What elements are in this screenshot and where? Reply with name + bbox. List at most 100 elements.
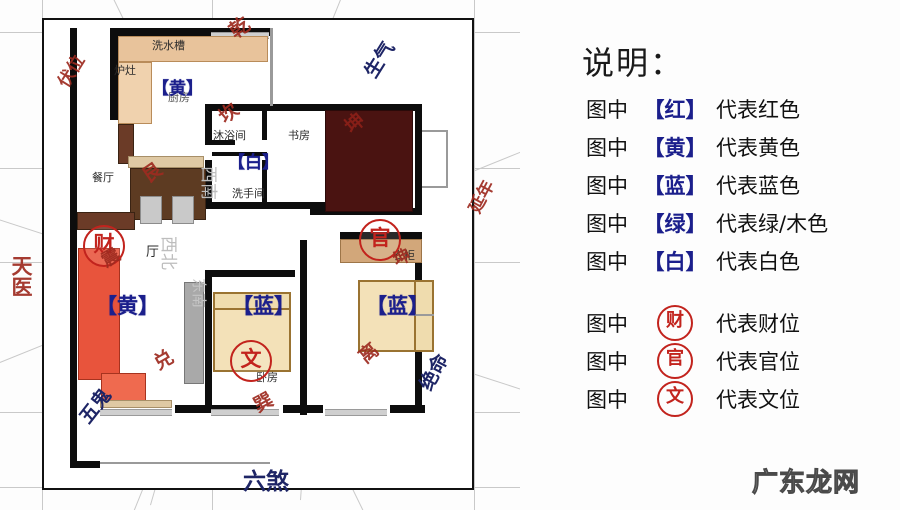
- furniture-kitchen-door: [118, 124, 134, 164]
- wall-bottom-right: [390, 405, 425, 413]
- legend-lead: 图中: [586, 350, 628, 374]
- room-label-living: 厅: [146, 245, 160, 260]
- stamp-wealth: 财: [83, 225, 125, 267]
- legend-desc: 代表白色: [716, 250, 800, 274]
- color-tag-bathroom: 【白】: [228, 153, 279, 173]
- legend-lead: 图中: [586, 312, 628, 336]
- faint-label: 东南: [190, 278, 208, 309]
- balcony-line: [100, 462, 270, 464]
- faint-label: 西南: [198, 166, 218, 200]
- window-bottom-left: [100, 409, 172, 416]
- window-bottom-right: [325, 409, 387, 416]
- legend-desc: 代表蓝色: [716, 174, 800, 198]
- seal-wealth-icon: 财: [657, 305, 693, 341]
- room-label-kitchen: 厨房: [168, 91, 190, 104]
- wall-bath-left: [205, 104, 212, 144]
- wall-bottom-left: [70, 461, 100, 468]
- legend-desc: 代表红色: [716, 98, 800, 122]
- wall-left-exterior: [70, 28, 77, 468]
- legend-desc: 代表官位: [716, 350, 800, 374]
- wall-kitchen-top: [110, 28, 270, 36]
- legend-desc: 代表绿/木色: [716, 212, 829, 236]
- furniture-living-ledge: [100, 400, 172, 408]
- wall-center-top: [205, 270, 295, 277]
- legend-seal-wrap: 文: [642, 381, 708, 417]
- bed-2-divider: [414, 314, 434, 316]
- legend-key-blue: 【蓝】: [643, 174, 707, 198]
- faint-label: 西北: [158, 236, 178, 270]
- furniture-dining-chair: [172, 196, 194, 224]
- seal-scholar-icon: 文: [657, 381, 693, 417]
- legend-key-white: 【白】: [643, 250, 707, 274]
- direction-liusha: 六煞: [243, 469, 289, 495]
- room-label-sink: 洗水槽: [152, 39, 185, 52]
- wall-bottom-mid2: [283, 405, 323, 413]
- wall-bath-mid-v2: [262, 160, 267, 208]
- legend-rows: 图中 【红】 代表红色 图中 【黄】 代表黄色 图中 【蓝】 代表蓝色 图中 【…: [586, 90, 896, 418]
- room-label-wardrobe: 衣柜: [393, 249, 415, 262]
- legend-row-white: 图中 【白】 代表白色: [586, 242, 896, 280]
- partition-line: [422, 130, 448, 132]
- legend-row-blue: 图中 【蓝】 代表蓝色: [586, 166, 896, 204]
- legend-key-green: 【绿】: [643, 212, 707, 236]
- legend-panel: 说明： 图中 【红】 代表红色 图中 【黄】 代表黄色 图中 【蓝】 代表蓝色 …: [520, 0, 900, 510]
- legend-row-red: 图中 【红】 代表红色: [586, 90, 896, 128]
- legend-lead: 图中: [586, 98, 628, 122]
- furniture-tv-cabinet: [184, 282, 204, 384]
- legend-lead: 图中: [586, 136, 628, 160]
- partition-line: [446, 130, 448, 188]
- legend-lead: 图中: [586, 388, 628, 412]
- color-tag-living: 【黄】: [96, 294, 159, 318]
- stamp-official: 官: [359, 219, 401, 261]
- legend-lead: 图中: [586, 174, 628, 198]
- room-label-toilet: 洗手间: [232, 187, 265, 200]
- legend-row-scholar: 图中 文 代表文位: [586, 380, 896, 418]
- seal-official-icon: 官: [657, 343, 693, 379]
- wall-center-vertical: [205, 270, 212, 412]
- furniture-dining-chair: [140, 196, 162, 224]
- furniture-bed-2-nightstand: [414, 280, 434, 352]
- color-tag-kitchen: 【黄】: [152, 79, 203, 99]
- legend-seal-wrap: 财: [642, 305, 708, 341]
- color-tag-bedroom-2: 【蓝】: [366, 294, 429, 318]
- wall-kitchen-bottom: [110, 112, 118, 120]
- wall-study-right: [415, 104, 422, 214]
- legend-desc: 代表文位: [716, 388, 800, 412]
- reference-line: [474, 0, 475, 510]
- legend-seal-wrap: 官: [642, 343, 708, 379]
- furniture-study-desk-area: [325, 110, 413, 212]
- furniture-sink-counter: [118, 36, 268, 62]
- wall-bath-mid-h2: [212, 152, 267, 156]
- color-tag-bedroom-1: 【蓝】: [232, 294, 295, 318]
- room-label-dining: 餐厅: [92, 171, 114, 184]
- wall-study-top: [310, 104, 422, 111]
- legend-title: 说明：: [582, 44, 685, 82]
- room-label-study: 书房: [288, 129, 310, 142]
- legend-key-yellow: 【黄】: [643, 136, 707, 160]
- legend-key-red: 【红】: [643, 98, 707, 122]
- room-label-bedroom: 卧房: [256, 371, 278, 384]
- legend-row-green: 图中 【绿】 代表绿/木色: [586, 204, 896, 242]
- legend-row-official: 图中 官 代表官位: [586, 342, 896, 380]
- wall-bed2-top: [300, 240, 306, 246]
- legend-lead: 图中: [586, 250, 628, 274]
- legend-lead: 图中: [586, 212, 628, 236]
- stamp-scholar: 文: [230, 340, 272, 382]
- direction-tianyi: 天医: [9, 255, 33, 297]
- wall-bath-left2: [205, 160, 212, 208]
- wall-kitchen-left: [110, 28, 118, 120]
- legend-spacer: [586, 280, 896, 304]
- wall-center-right-v: [300, 240, 307, 415]
- furniture-sofa-main: [78, 248, 120, 380]
- room-label-bathroom: 沐浴间: [213, 129, 246, 142]
- legend-desc: 代表财位: [716, 312, 800, 336]
- floor-plan: 西北 西南 东南 洗水槽 炉灶 厨房 沐浴间 书房 洗手间 餐厅 厅 衣柜 卧房…: [0, 0, 520, 510]
- partition-line: [270, 28, 273, 106]
- legend-row-wealth: 图中 财 代表财位: [586, 304, 896, 342]
- legend-desc: 代表黄色: [716, 136, 800, 160]
- wall-bath-mid-v: [262, 104, 267, 140]
- room-label-stove: 炉灶: [114, 64, 136, 77]
- wall-bath-mid-h: [205, 140, 235, 145]
- window-bottom-mid: [211, 409, 279, 416]
